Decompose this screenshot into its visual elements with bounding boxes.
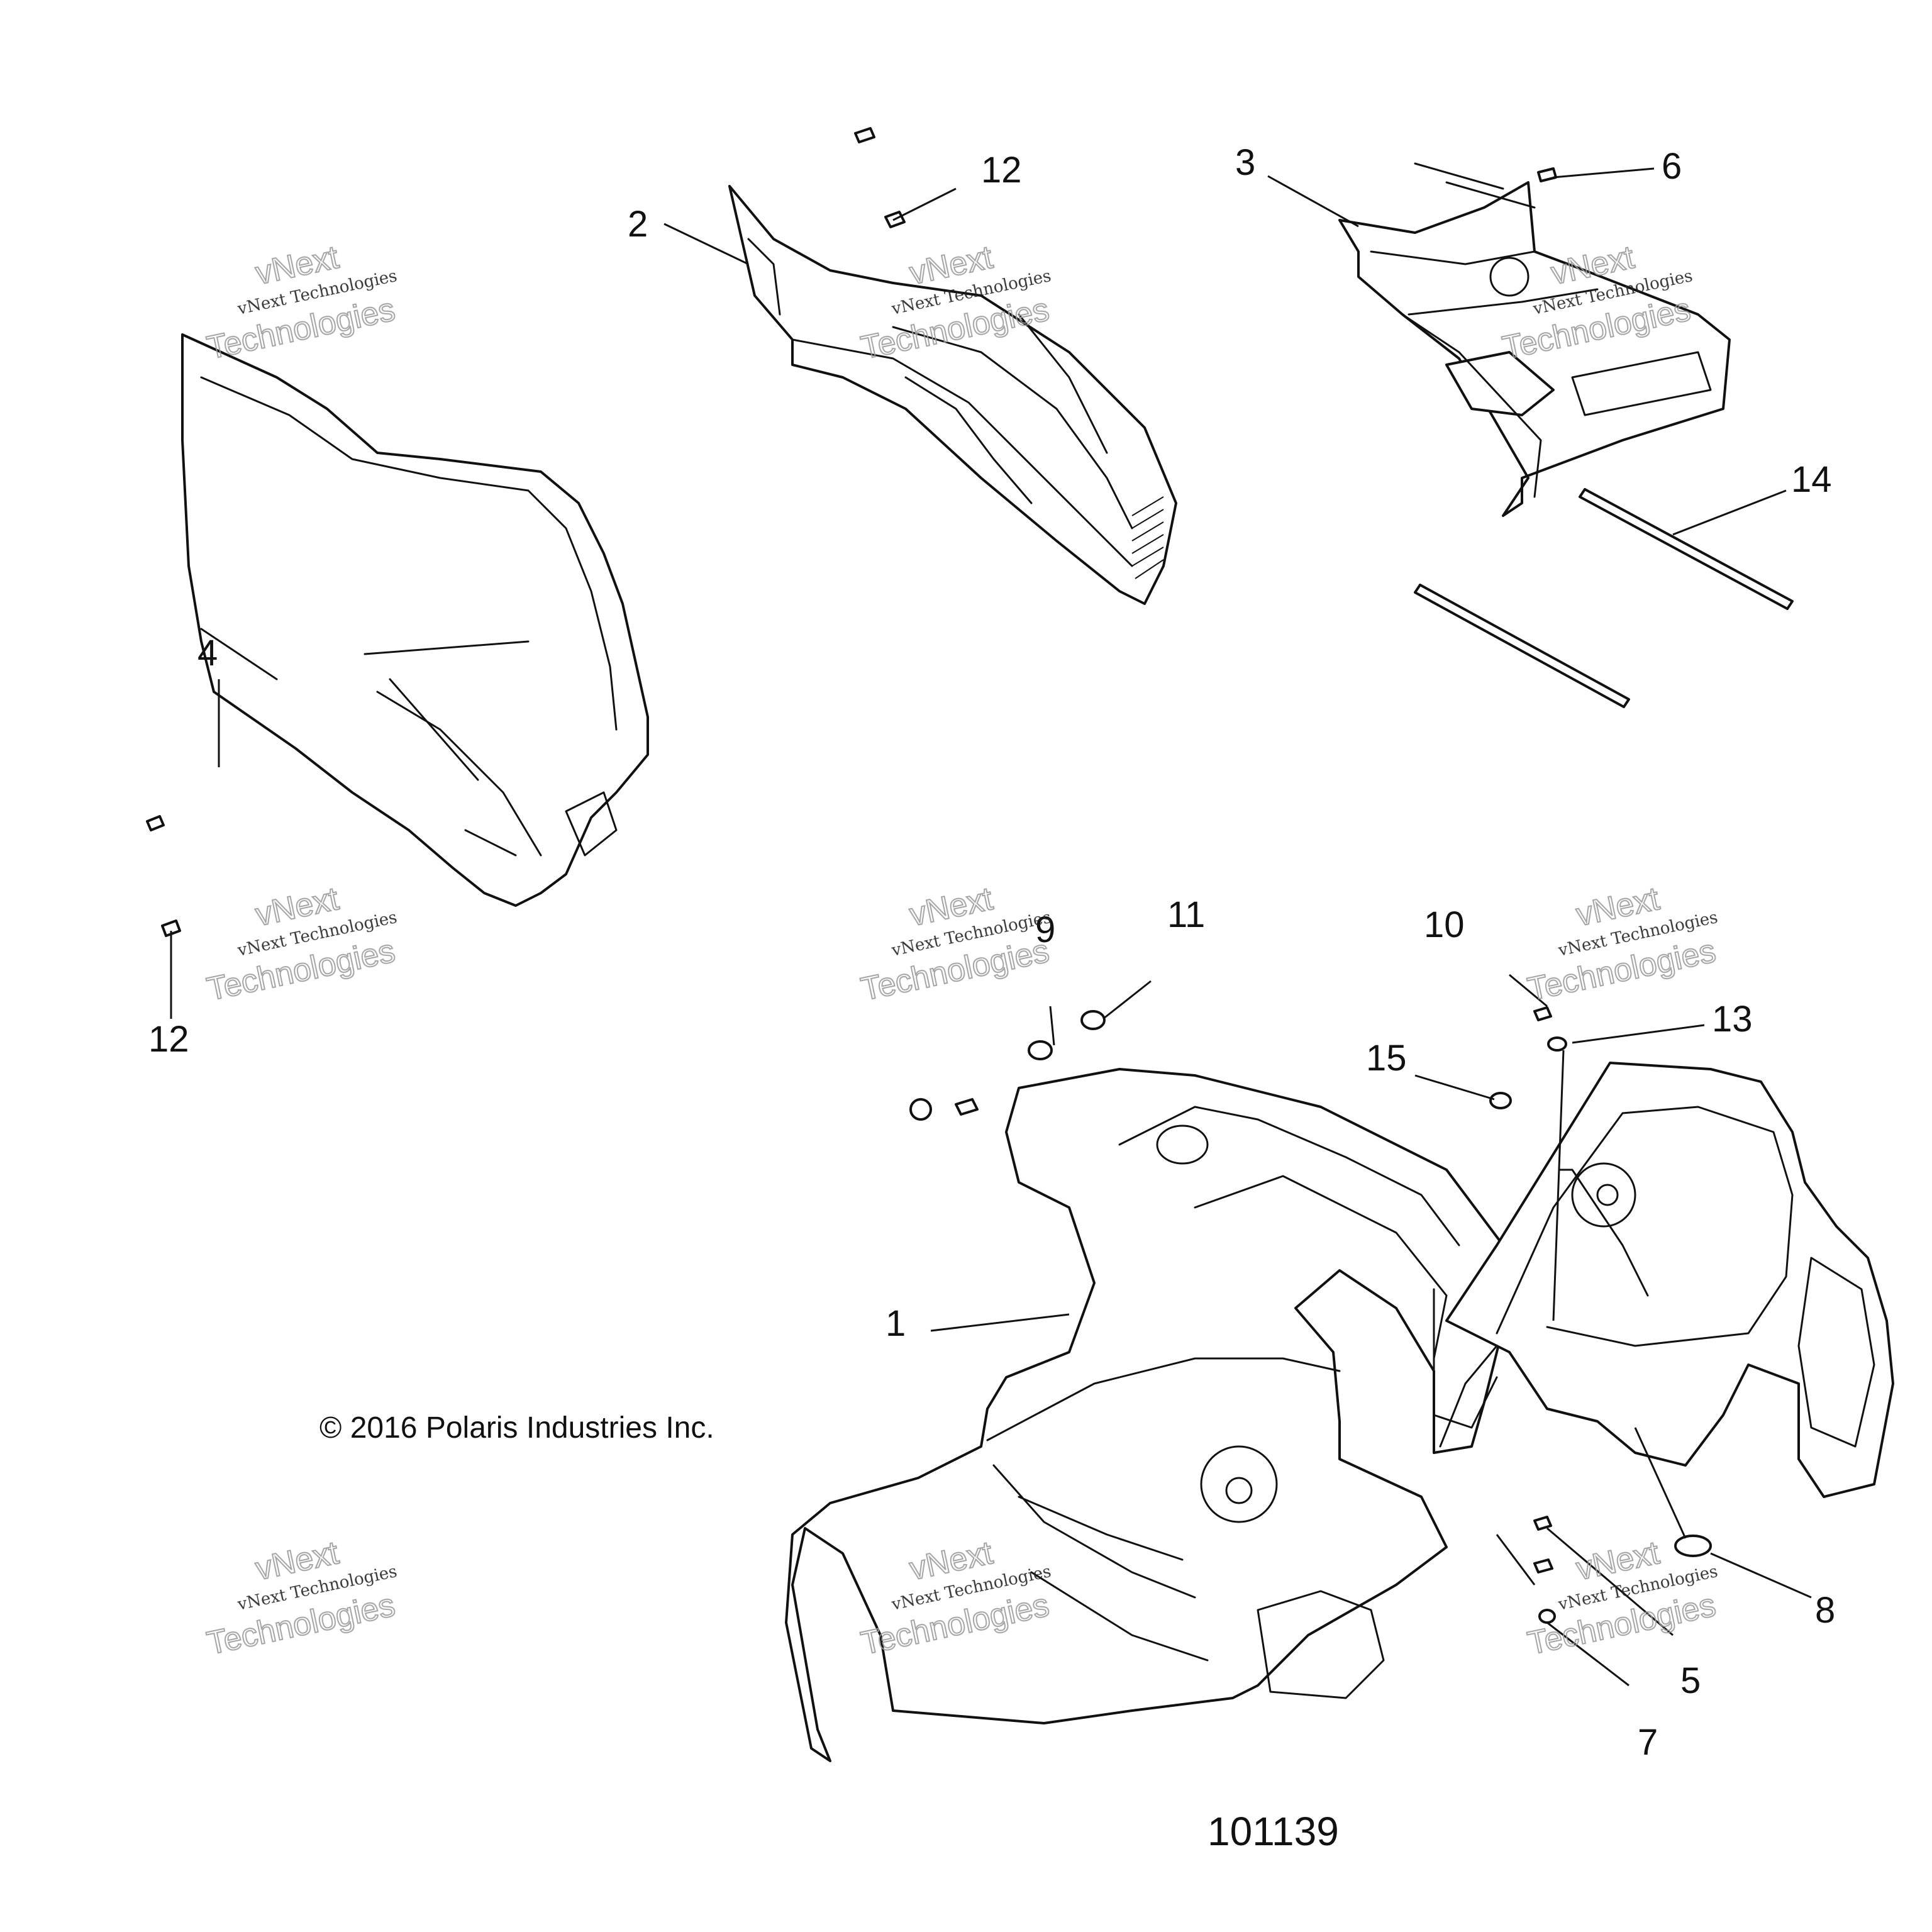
callout-13: 13 xyxy=(1712,999,1753,1040)
callout-12-upper: 12 xyxy=(981,150,1022,191)
part-6-fastener xyxy=(1537,167,1557,182)
leader-lines xyxy=(170,167,1812,1687)
callout-14: 14 xyxy=(1791,459,1832,500)
callout-4: 4 xyxy=(197,633,218,674)
callouts: 1 2 3 4 5 6 7 8 9 10 11 12 12 13 14 15 xyxy=(148,142,1835,1763)
part-12-fastener-left xyxy=(146,815,181,937)
part-1-front-cab xyxy=(785,1068,1511,1762)
copyright-notice: © 2016 Polaris Industries Inc. xyxy=(319,1411,714,1445)
callout-7: 7 xyxy=(1638,1722,1658,1763)
part-3-rear-cowl xyxy=(1338,162,1731,517)
callout-10: 10 xyxy=(1424,904,1465,945)
callout-6: 6 xyxy=(1662,146,1682,187)
hardware-fasteners xyxy=(909,1006,1712,1624)
callout-9: 9 xyxy=(1035,909,1055,950)
callout-11: 11 xyxy=(1167,894,1205,935)
part-1-rear-cab xyxy=(1433,1062,1894,1498)
callout-3: 3 xyxy=(1235,142,1255,183)
callout-1: 1 xyxy=(886,1303,906,1344)
part-12-fastener-upper xyxy=(854,127,906,228)
part-14-rods xyxy=(1414,488,1794,708)
callout-5: 5 xyxy=(1680,1660,1701,1701)
callout-2: 2 xyxy=(628,204,648,245)
document-number: 101139 xyxy=(1208,1809,1339,1854)
callout-8: 8 xyxy=(1815,1590,1835,1631)
callout-15: 15 xyxy=(1366,1038,1407,1079)
callout-12-left: 12 xyxy=(148,1019,189,1060)
part-2-side-panel xyxy=(728,185,1177,605)
part-4-side-panel xyxy=(181,333,649,907)
